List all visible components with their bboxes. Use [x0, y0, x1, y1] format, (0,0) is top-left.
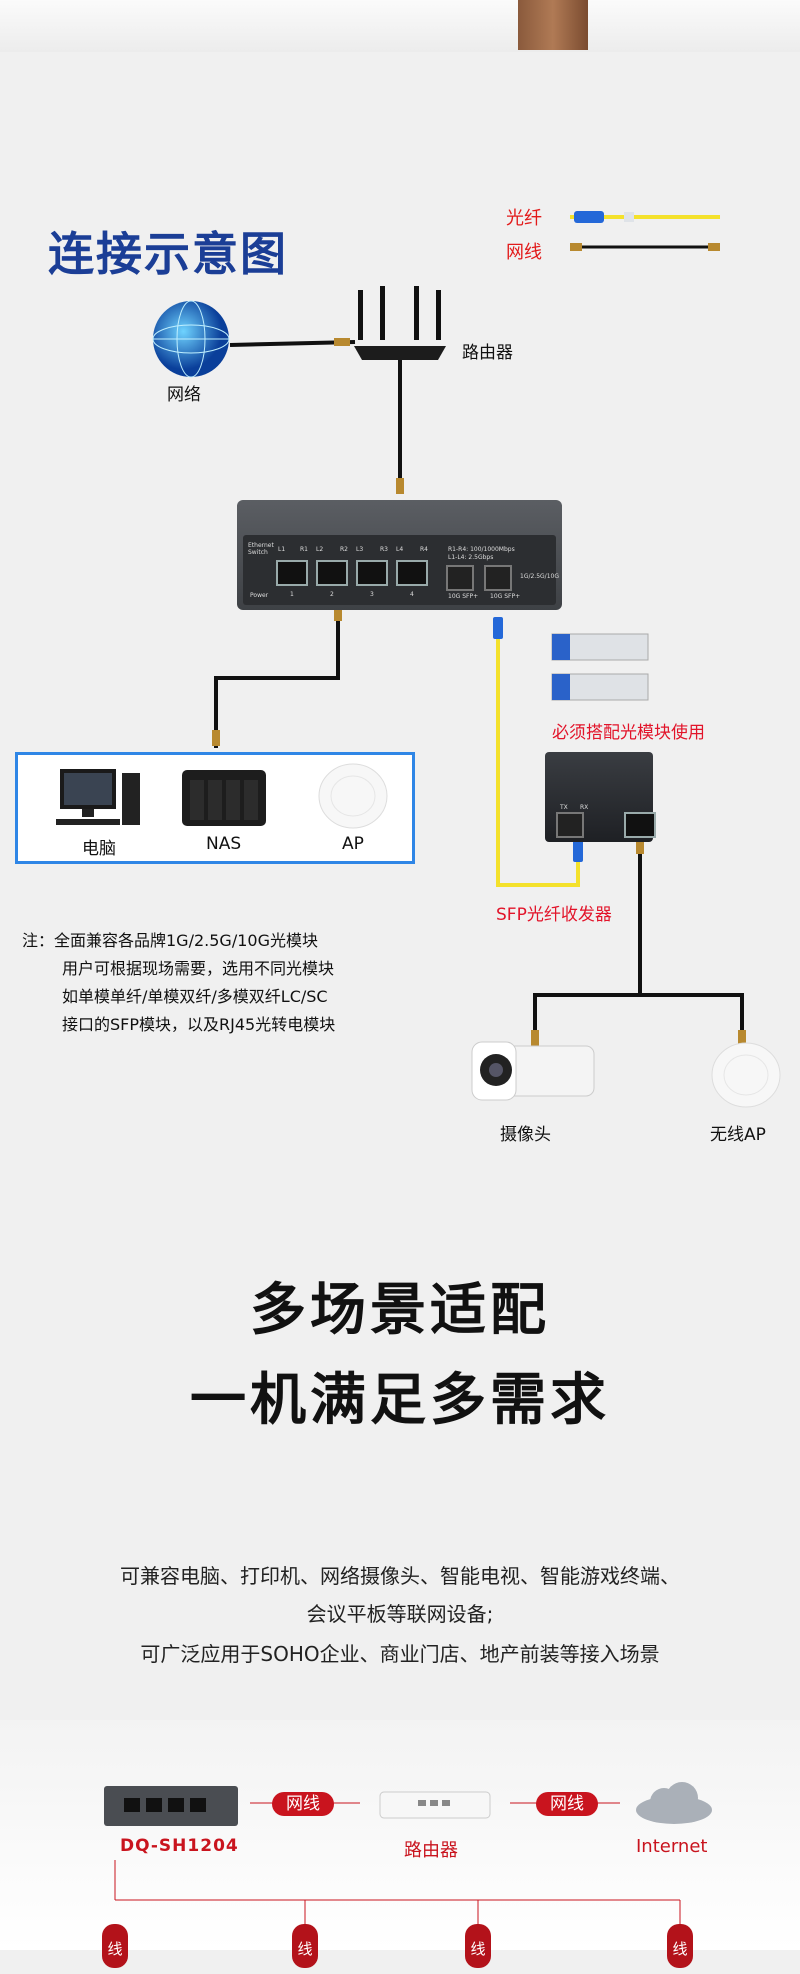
internet-label: Internet	[636, 1836, 708, 1857]
sfp-slot-1	[446, 565, 474, 591]
sfp-label-2: 10G SFP+	[490, 593, 521, 600]
sfp-required-note: 必须搭配光模块使用	[552, 723, 705, 743]
converter-rj45-port	[624, 812, 656, 838]
cloud-icon	[636, 1782, 712, 1824]
port-label-l2: L2	[316, 546, 324, 553]
port-label-l3: L3	[356, 546, 364, 553]
converter-tx-label: TX	[560, 804, 568, 811]
sfp-label-1: 10G SFP+	[448, 593, 479, 600]
rj45-port-1	[276, 560, 308, 586]
switch-thumbnail-icon	[104, 1786, 238, 1826]
switch-spec-2: L1-L4: 2.5Gbps	[448, 554, 494, 561]
port-number-2: 2	[330, 591, 334, 598]
note-line-1: 注：全面兼容各品牌1G/2.5G/10G光模块	[22, 931, 318, 950]
port-label-r3: R3	[380, 546, 388, 553]
computer-label: 电脑	[82, 839, 116, 859]
cable-tag-1: 线	[102, 1924, 128, 1968]
router-thumbnail-icon	[379, 1791, 491, 1819]
sfp-speed-label: 1G/2.5G/10G	[520, 573, 559, 580]
router-label: 路由器	[462, 343, 513, 363]
section-heading-1: 多场景适配	[250, 1278, 550, 1343]
port-label-r4: R4	[420, 546, 428, 553]
port-number-3: 3	[370, 591, 374, 598]
switch-brand: Ethernet Switch	[248, 542, 274, 556]
network-label: 网络	[167, 385, 201, 405]
cable-tag-2: 线	[292, 1924, 318, 1968]
cable-pill-1: 网线	[272, 1792, 334, 1816]
port-label-l1: L1	[278, 546, 286, 553]
camera-label: 摄像头	[500, 1125, 551, 1145]
power-label: Power	[250, 592, 269, 599]
compatibility-note: 注：全面兼容各品牌1G/2.5G/10G光模块 用户可根据现场需要，选用不同光模…	[22, 927, 382, 1039]
note-line-4: 接口的SFP模块，以及RJ45光转电模块	[62, 1015, 336, 1034]
rj45-port-4	[396, 560, 428, 586]
wood-panel-image	[518, 0, 588, 50]
device-model-label: DQ-SH1204	[120, 1836, 239, 1856]
wireless-ap-label: 无线AP	[710, 1125, 766, 1145]
sfp-slot-2	[484, 565, 512, 591]
port-number-4: 4	[410, 591, 414, 598]
nas-icon	[182, 770, 266, 826]
port-label-l4: L4	[396, 546, 404, 553]
topology-router-label: 路由器	[404, 1840, 458, 1861]
cable-tag-3: 线	[465, 1924, 491, 1968]
port-label-r2: R2	[340, 546, 348, 553]
section-para-1: 可兼容电脑、打印机、网络摄像头、智能电视、智能游戏终端、	[120, 1564, 680, 1588]
wireless-ap-icon	[711, 1042, 781, 1108]
legend-cable-label: 网线	[506, 242, 542, 263]
ap-label: AP	[342, 834, 364, 854]
access-point-icon	[318, 763, 388, 829]
cable-pill-2: 网线	[536, 1792, 598, 1816]
converter-rx-label: RX	[580, 804, 589, 811]
note-line-3: 如单模单纤/单模双纤/多模双纤LC/SC	[62, 987, 328, 1006]
camera-icon	[471, 1041, 595, 1101]
legend-cables-icon	[570, 211, 720, 251]
sfp-transceiver-label: SFP光纤收发器	[496, 905, 612, 925]
globe-icon	[152, 300, 230, 378]
note-line-2: 用户可根据现场需要，选用不同光模块	[62, 959, 335, 978]
connection-lines	[212, 338, 746, 1046]
port-number-1: 1	[290, 591, 294, 598]
rj45-port-3	[356, 560, 388, 586]
diagram-title: 连接示意图	[48, 227, 288, 281]
converter-sfp-port	[556, 812, 584, 838]
section-para-3: 可广泛应用于SOHO企业、商业门店、地产前装等接入场景	[140, 1642, 660, 1666]
sfp-modules-icon	[551, 633, 649, 701]
computer-icon	[56, 769, 140, 825]
section-heading-2: 一机满足多需求	[190, 1368, 610, 1433]
legend-fiber-label: 光纤	[506, 208, 542, 229]
top-band	[0, 0, 800, 52]
port-label-r1: R1	[300, 546, 308, 553]
section-para-2: 会议平板等联网设备;	[306, 1602, 494, 1626]
topology-band	[0, 1720, 800, 1950]
cable-tag-4: 线	[667, 1924, 693, 1968]
router-icon	[354, 286, 446, 360]
rj45-port-2	[316, 560, 348, 586]
switch-spec-1: R1-R4: 100/1000Mbps	[448, 546, 515, 553]
nas-label: NAS	[206, 834, 242, 854]
